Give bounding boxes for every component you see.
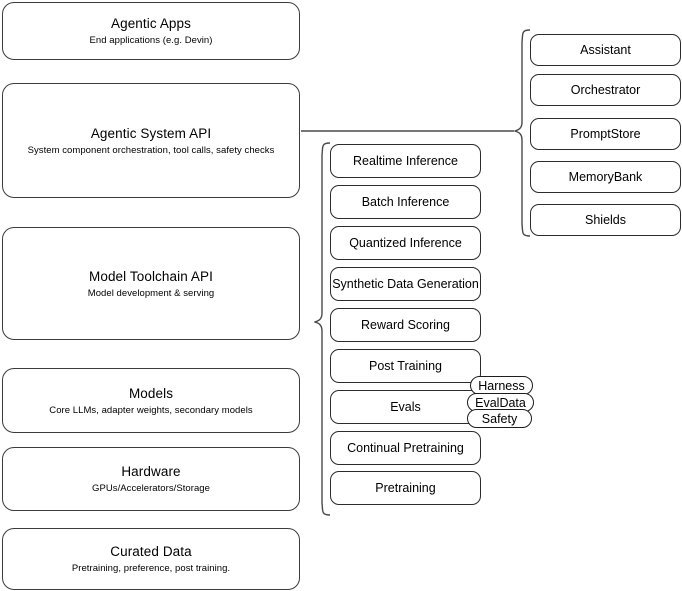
toolchain-box-reward-scoring[interactable]: Reward Scoring [330, 308, 481, 342]
system-box-orchestrator[interactable]: Orchestrator [530, 74, 681, 106]
layer-box-models[interactable]: Models Core LLMs, adapter weights, secon… [2, 368, 300, 433]
brace-system-components [514, 29, 531, 237]
toolchain-title: Batch Inference [361, 194, 450, 209]
toolchain-title: Synthetic Data Generation [332, 276, 479, 291]
toolchain-title: Continual Pretraining [347, 440, 464, 455]
layer-title: Models [128, 385, 174, 401]
layer-subtitle: End applications (e.g. Devin) [89, 35, 213, 46]
toolchain-box-evals[interactable]: Evals [330, 390, 481, 424]
toolchain-title: Post Training [369, 358, 442, 373]
eval-badge-label: Safety [481, 411, 518, 426]
layer-title: Hardware [121, 464, 181, 479]
eval-badge-safety[interactable]: Safety [467, 409, 532, 428]
toolchain-box-batch-inference[interactable]: Batch Inference [330, 185, 481, 219]
toolchain-title: Evals [390, 399, 421, 414]
toolchain-title: Reward Scoring [361, 317, 450, 332]
toolchain-box-quantized-inference[interactable]: Quantized Inference [330, 226, 481, 260]
layer-subtitle: GPUs/Accelerators/Storage [92, 483, 210, 494]
layer-box-curated-data[interactable]: Curated Data Pretraining, preference, po… [2, 528, 300, 590]
layer-box-model-toolchain-api[interactable]: Model Toolchain API Model development & … [2, 227, 300, 340]
toolchain-box-continual-pretraining[interactable]: Continual Pretraining [330, 431, 481, 465]
eval-badge-label: Harness [478, 378, 525, 393]
layer-title: Model Toolchain API [89, 268, 213, 284]
layer-title: Curated Data [110, 544, 192, 559]
toolchain-title: Realtime Inference [353, 153, 458, 168]
toolchain-box-pretraining[interactable]: Pretraining [330, 471, 481, 505]
layer-subtitle: Core LLMs, adapter weights, secondary mo… [49, 404, 253, 416]
system-box-memorybank[interactable]: MemoryBank [530, 161, 681, 193]
layer-subtitle: System component orchestration, tool cal… [27, 144, 275, 156]
system-title: Orchestrator [570, 82, 641, 97]
layer-subtitle: Pretraining, preference, post training. [71, 563, 231, 574]
system-title: MemoryBank [568, 169, 643, 184]
layer-box-hardware[interactable]: Hardware GPUs/Accelerators/Storage [2, 447, 300, 511]
toolchain-box-post-training[interactable]: Post Training [330, 349, 481, 383]
eval-badge-label: EvalData [475, 395, 526, 410]
brace-toolchain-components [314, 142, 331, 516]
layer-box-agentic-apps[interactable]: Agentic Apps End applications (e.g. Devi… [2, 2, 300, 60]
system-title: Shields [585, 212, 626, 227]
system-title: PromptStore [570, 126, 641, 141]
toolchain-box-synthetic-data-generation[interactable]: Synthetic Data Generation [330, 267, 481, 301]
system-box-assistant[interactable]: Assistant [530, 34, 681, 66]
layer-title: Agentic System API [90, 125, 212, 141]
toolchain-box-realtime-inference[interactable]: Realtime Inference [330, 144, 481, 178]
toolchain-title: Pretraining [375, 480, 436, 495]
layer-subtitle: Model development & serving [87, 287, 215, 299]
layer-box-agentic-system-api[interactable]: Agentic System API System component orch… [2, 83, 300, 198]
toolchain-title: Quantized Inference [349, 235, 462, 250]
system-box-shields[interactable]: Shields [530, 204, 681, 236]
system-box-promptstore[interactable]: PromptStore [530, 118, 681, 150]
system-title: Assistant [580, 42, 631, 57]
layer-title: Agentic Apps [110, 16, 191, 31]
